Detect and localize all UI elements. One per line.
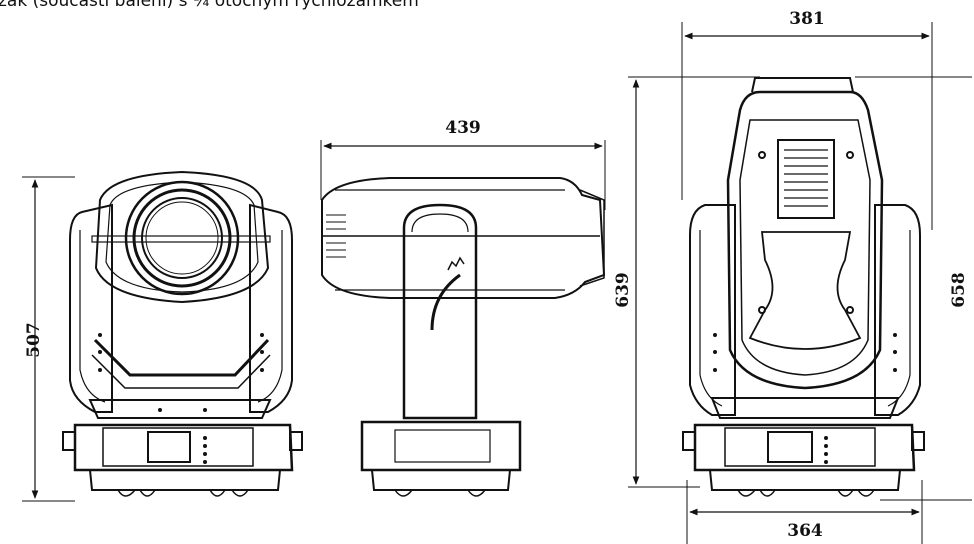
rear-view [628,22,972,544]
dimension-front-height: 507 [24,322,44,358]
dimension-rear-top-width: 381 [789,9,825,29]
side-view [320,140,606,497]
dimension-rear-base-width: 364 [787,521,823,541]
front-view [22,170,303,502]
dimension-rear-total-height: 639 [613,272,633,308]
caption-text: zák (součástí balení) s ¼ otočným rychlo… [0,0,419,11]
dimension-rear-height: 658 [949,272,969,308]
dimension-side-width: 439 [445,118,481,138]
